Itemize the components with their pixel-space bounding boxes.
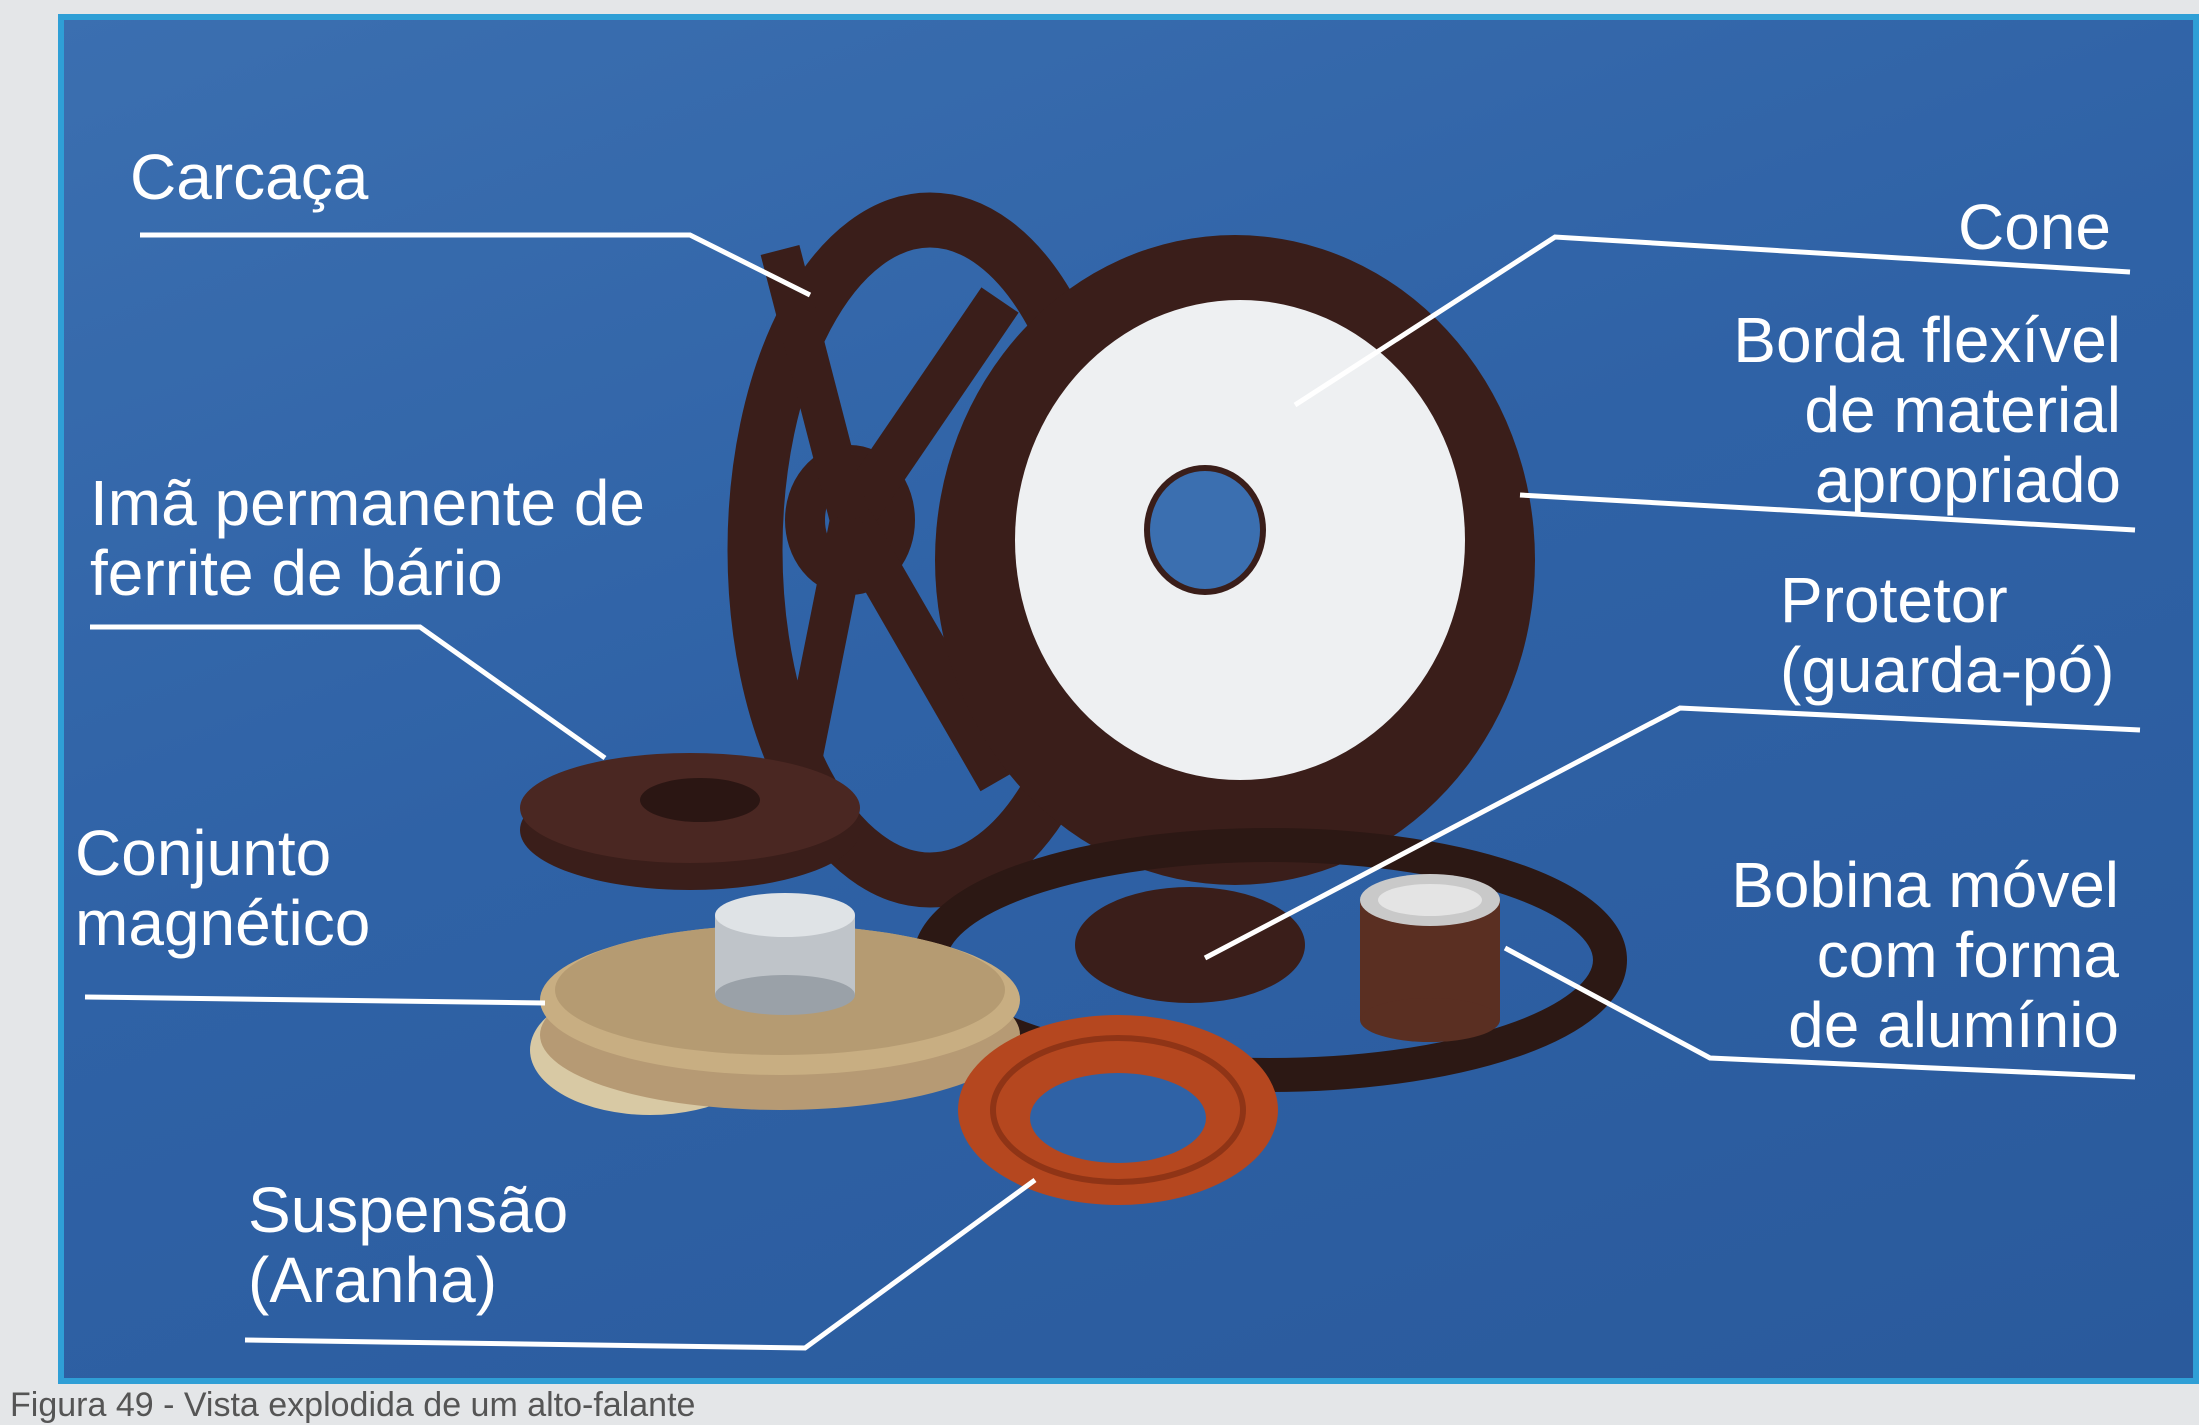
magnetic-assembly: [530, 893, 1020, 1115]
leader-cone: [1293, 234, 2131, 408]
ferrite-magnet: [520, 753, 860, 890]
label-borda: Borda flexível de material apropriado: [1733, 304, 2121, 516]
leader-conjunto: [84, 994, 546, 1006]
leader-suspensao: [244, 1177, 1037, 1351]
leader-lines: [84, 232, 2141, 1351]
label-suspensao: Suspensão (Aranha): [248, 1174, 569, 1316]
cone: [935, 235, 1535, 885]
label-carcaca: Carcaça: [130, 141, 369, 213]
leader-carcaca: [140, 232, 812, 298]
leader-protetor: [1203, 705, 2141, 961]
voice-coil: [1360, 874, 1500, 1042]
leader-bobina: [1503, 945, 2136, 1080]
spider-suspension: [958, 1015, 1278, 1205]
label-conjunto: Conjunto magnético: [75, 817, 371, 959]
leader-borda: [1519, 492, 2136, 533]
label-ima: Imã permanente de ferrite de bário: [90, 467, 645, 609]
figure-caption: Figura 49 - Vista explodida de um alto-f…: [10, 1386, 696, 1424]
label-cone: Cone: [1958, 191, 2111, 263]
label-bobina: Bobina móvel com forma de alumínio: [1731, 849, 2119, 1061]
leader-ima: [90, 624, 607, 761]
dust-cap: [1075, 887, 1305, 1003]
label-protetor: Protetor (guarda-pó): [1780, 564, 2115, 706]
